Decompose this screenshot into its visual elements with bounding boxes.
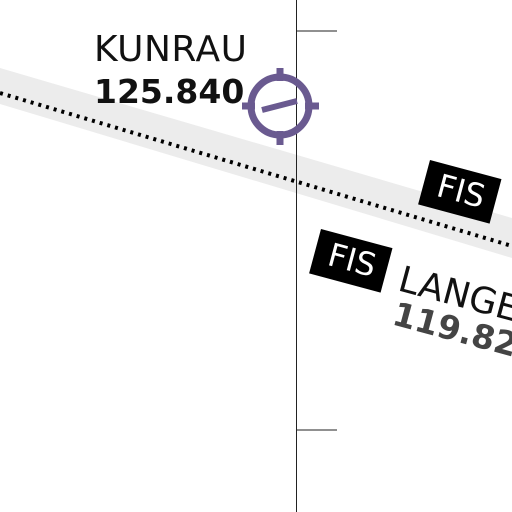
vor-navaid-icon[interactable] [242,68,319,145]
route-line [0,91,512,248]
station-frequency: 125.840 [94,72,245,111]
station-name: KUNRAU [94,29,248,70]
airway-band [0,68,512,258]
